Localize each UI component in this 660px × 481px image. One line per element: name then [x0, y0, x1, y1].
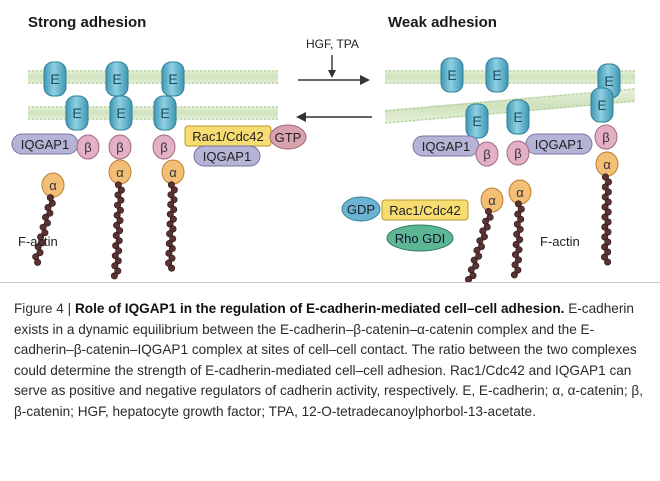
f-actin-filament	[464, 208, 494, 283]
beta-catenin: β	[506, 140, 530, 166]
caption-title: Role of IQGAP1 in the regulation of E-ca…	[74, 301, 565, 316]
beta-catenin: β	[152, 134, 176, 160]
svg-text:E: E	[168, 71, 177, 87]
svg-text:β: β	[160, 140, 167, 155]
svg-text:β: β	[84, 140, 91, 155]
gdp: GDP	[341, 196, 381, 222]
f-actin-filament	[32, 194, 56, 266]
svg-text:IQGAP1: IQGAP1	[422, 139, 470, 154]
svg-text:E: E	[116, 105, 125, 121]
iqgap1: IQGAP1	[412, 135, 480, 157]
alpha-catenin: α	[41, 172, 65, 198]
f-actin-filament	[600, 173, 612, 266]
svg-text:Rho GDI: Rho GDI	[395, 231, 446, 246]
svg-text:E: E	[160, 105, 169, 121]
e-cadherin: E	[506, 99, 530, 135]
svg-text:α: α	[603, 157, 611, 172]
panel-title-weak-adhesion: Weak adhesion	[388, 14, 497, 31]
e-cadherin: E	[161, 61, 185, 97]
svg-text:α: α	[49, 178, 57, 193]
caption-label: Figure 4 |	[14, 301, 75, 316]
svg-text:E: E	[447, 67, 456, 83]
svg-text:E: E	[597, 97, 606, 113]
beta-catenin: β	[475, 141, 499, 167]
iqgap1: IQGAP1	[11, 133, 79, 155]
arrow-stimulus-down	[328, 55, 336, 78]
svg-text:GTP: GTP	[275, 130, 302, 145]
caption-text: Figure 4 | Role of IQGAP1 in the regulat…	[14, 299, 646, 422]
alpha-catenin: α	[595, 151, 619, 177]
svg-text:α: α	[516, 185, 524, 200]
svg-text:E: E	[513, 109, 522, 125]
e-cadherin: E	[109, 95, 133, 131]
f-actin-label: F-actin	[540, 234, 580, 249]
svg-text:α: α	[488, 193, 496, 208]
svg-text:β: β	[483, 147, 490, 162]
e-cadherin: E	[440, 57, 464, 93]
svg-text:α: α	[116, 165, 124, 180]
beta-catenin: β	[76, 134, 100, 160]
rac1-cdc42: Rac1/Cdc42	[184, 125, 272, 147]
figure-diagram: Strong adhesion Weak adhesion	[11, 14, 636, 283]
alpha-catenin: α	[480, 187, 504, 213]
iqgap1: IQGAP1	[525, 133, 593, 155]
svg-text:E: E	[72, 105, 81, 121]
alpha-catenin: α	[161, 159, 185, 185]
e-cadherin: E	[153, 95, 177, 131]
alpha-catenin: α	[508, 179, 532, 205]
panel-title-strong-adhesion: Strong adhesion	[28, 14, 147, 31]
svg-text:β: β	[602, 130, 609, 145]
f-actin-filament	[165, 181, 178, 272]
rho-gdi: Rho GDI	[386, 224, 454, 252]
e-cadherin: E	[105, 61, 129, 97]
f-actin-filament	[110, 181, 125, 280]
e-cadherin: E	[465, 103, 489, 139]
gtp: GTP	[269, 124, 307, 150]
svg-text:E: E	[492, 67, 501, 83]
svg-text:β: β	[514, 146, 521, 161]
e-cadherin: E	[485, 57, 509, 93]
iqgap1: IQGAP1	[193, 145, 261, 167]
membrane-left-upper	[28, 70, 278, 84]
svg-text:α: α	[169, 165, 177, 180]
e-cadherin: E	[590, 87, 614, 123]
alpha-catenin: α	[108, 159, 132, 185]
stimulus-label: HGF, TPA	[306, 37, 359, 51]
rac1-cdc42: Rac1/Cdc42	[381, 199, 469, 221]
svg-text:Rac1/Cdc42: Rac1/Cdc42	[192, 129, 264, 144]
beta-catenin: β	[108, 134, 132, 160]
adhesion-diagram: HGF, TPA E E E E	[11, 37, 636, 283]
arrow-to-weak	[298, 75, 370, 85]
svg-text:GDP: GDP	[347, 202, 375, 217]
caption-body: E-cadherin exists in a dynamic equilibri…	[14, 301, 644, 419]
svg-text:E: E	[50, 71, 59, 87]
figure-caption: Figure 4 | Role of IQGAP1 in the regulat…	[0, 282, 660, 481]
svg-text:IQGAP1: IQGAP1	[203, 149, 251, 164]
e-cadherin: E	[43, 61, 67, 97]
f-actin-filament	[510, 200, 525, 279]
svg-text:Rac1/Cdc42: Rac1/Cdc42	[389, 203, 461, 218]
beta-catenin: β	[594, 124, 618, 150]
svg-text:E: E	[604, 73, 613, 89]
svg-text:IQGAP1: IQGAP1	[535, 137, 583, 152]
svg-text:E: E	[472, 113, 481, 129]
f-actin-label: F-actin	[18, 234, 58, 249]
svg-text:IQGAP1: IQGAP1	[21, 137, 69, 152]
svg-text:β: β	[116, 140, 123, 155]
e-cadherin: E	[65, 95, 89, 131]
svg-text:E: E	[112, 71, 121, 87]
arrow-to-strong	[296, 112, 372, 122]
